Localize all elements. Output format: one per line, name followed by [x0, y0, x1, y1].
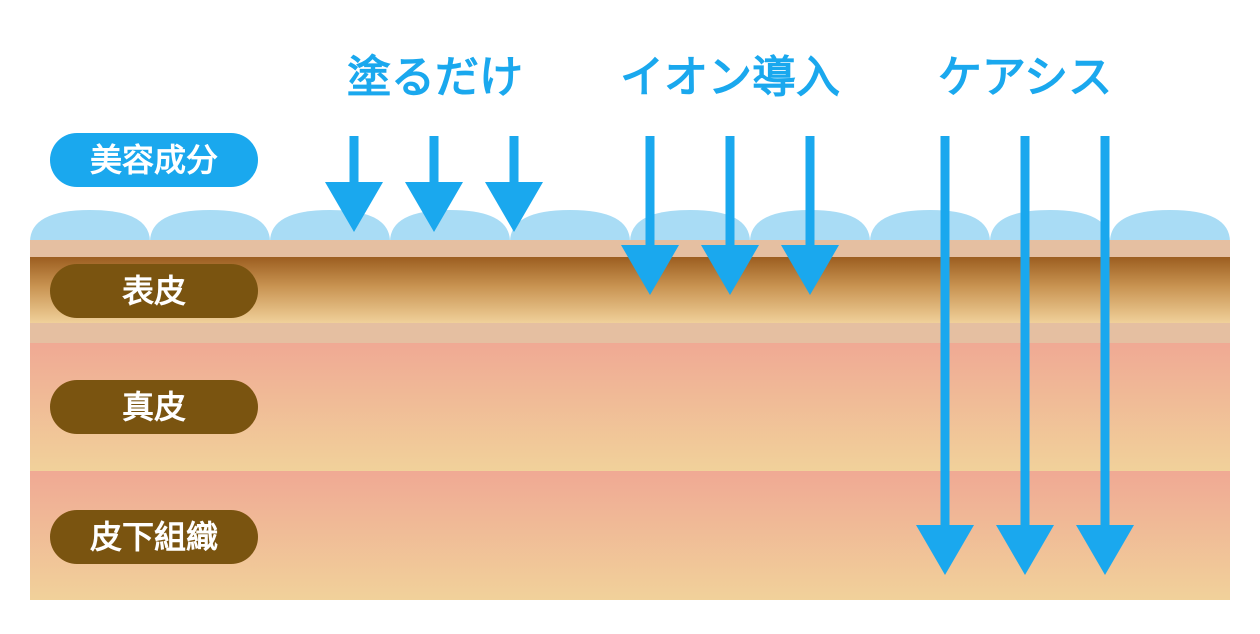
droplet-5 — [510, 210, 630, 242]
dermis-label: 真皮 — [50, 380, 258, 434]
ingredient-label: 美容成分 — [50, 133, 258, 187]
arrow-shaft-3-2 — [1020, 136, 1030, 527]
arrow-head-1-1 — [325, 182, 383, 232]
arrow-head-3-1 — [916, 525, 974, 575]
arrow-head-2-1 — [621, 245, 679, 295]
arrows-group — [325, 136, 1134, 575]
droplets-group — [30, 210, 1230, 242]
arrow-head-3-2 — [996, 525, 1054, 575]
arrow-shaft-2-2 — [725, 136, 735, 247]
droplet-6 — [630, 210, 750, 242]
subcutaneous-label: 皮下組織 — [50, 510, 258, 564]
droplet-2 — [150, 210, 270, 242]
method-title-caresys: ケアシス — [937, 52, 1113, 103]
arrow-shaft-1-2 — [429, 136, 439, 184]
arrow-head-2-3 — [781, 245, 839, 295]
method-title-apply-only: 塗るだけ — [347, 52, 523, 103]
droplet-1 — [30, 210, 150, 242]
arrow-head-2-2 — [701, 245, 759, 295]
arrow-head-1-3 — [485, 182, 543, 232]
epidermis-label: 表皮 — [50, 264, 258, 318]
method-title-iontophoresis: イオン導入 — [620, 52, 840, 103]
droplet-4 — [390, 210, 510, 242]
arrow-head-1-2 — [405, 182, 463, 232]
arrow-shaft-3-3 — [1100, 136, 1110, 527]
arrow-head-3-3 — [1076, 525, 1134, 575]
arrow-shaft-1-3 — [509, 136, 519, 184]
basal-band — [30, 323, 1230, 343]
droplet-3 — [270, 210, 390, 242]
droplet-10 — [1110, 210, 1230, 242]
arrow-shaft-1-1 — [349, 136, 359, 184]
droplet-9 — [990, 210, 1110, 242]
droplet-8 — [870, 210, 990, 242]
arrow-shaft-3-1 — [940, 136, 950, 527]
arrow-shaft-2-1 — [645, 136, 655, 247]
arrow-shaft-2-3 — [805, 136, 815, 247]
